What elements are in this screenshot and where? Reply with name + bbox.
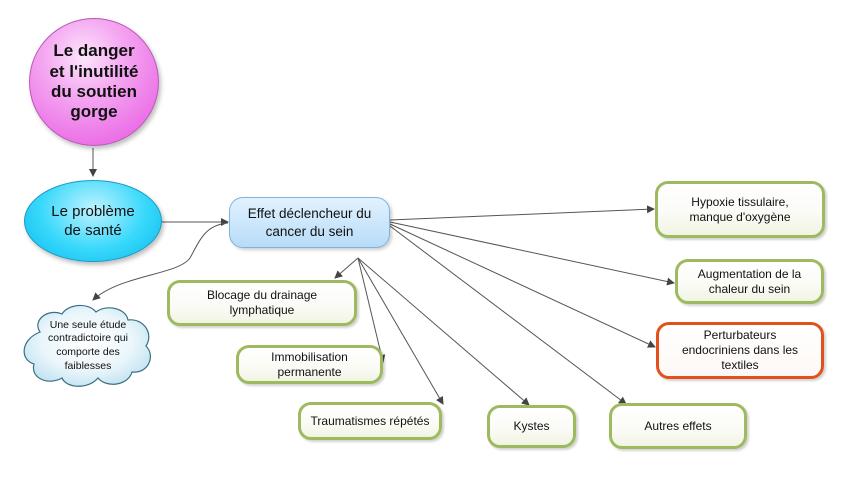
main-topic-node[interactable]: Le danger et l'inutilité du soutien gorg… (29, 18, 159, 146)
cysts-label: Kystes (513, 419, 550, 433)
drainage-node[interactable]: Blocage du drainage lymphatique (167, 280, 357, 326)
immobilisation-line-1: Immobilisation (271, 349, 348, 364)
single-study-line-1: Une seule étude (49, 318, 127, 331)
single-study-text: Une seule étude contradictoire qui compo… (32, 312, 144, 380)
edge-trigger-to-cysts (357, 257, 530, 406)
endocrine-line-2: endocriniens dans les (681, 343, 799, 357)
other-effects-label: Autres effets (644, 418, 712, 433)
hypoxia-line-1: Hypoxie tissulaire, (691, 194, 789, 209)
endocrine-line-1: Perturbateurs (703, 328, 777, 342)
main-topic-line-4: gorge (70, 102, 118, 122)
health-problem-line-2: de santé (64, 222, 122, 239)
endocrine-node[interactable]: Perturbateurs endocriniens dans les text… (656, 322, 824, 379)
edge-trigger-to-endocrine (389, 223, 656, 348)
heat-line-2: chaleur du sein (708, 281, 791, 296)
edge-problem-to-study (92, 222, 229, 301)
trigger-effect-line-2: cancer du sein (265, 223, 354, 239)
single-study-node[interactable]: Une seule étude contradictoire qui compo… (18, 302, 158, 390)
trauma-node[interactable]: Traumatismes répétés (298, 402, 442, 440)
immobilisation-node[interactable]: Immobilisation permanente (236, 345, 383, 384)
hypoxia-node[interactable]: Hypoxie tissulaire, manque d'oxygène (655, 181, 825, 238)
drainage-line-2: lymphatique (229, 303, 295, 317)
edge-trigger-to-heat (389, 221, 675, 286)
endocrine-line-3: textiles (721, 358, 759, 372)
cysts-node[interactable]: Kystes (487, 405, 576, 448)
heat-node[interactable]: Augmentation de la chaleur du sein (675, 259, 824, 304)
edge-trigger-to-trauma (357, 257, 444, 405)
single-study-line-4: faiblesses (64, 359, 112, 372)
other-effects-node[interactable]: Autres effets (609, 403, 747, 449)
trauma-label: Traumatismes répétés (310, 413, 430, 428)
edge-trigger-to-immobilisation (357, 257, 386, 363)
health-problem-node[interactable]: Le problème de santé (24, 180, 162, 262)
trigger-effect-node[interactable]: Effet déclencheur du cancer du sein (229, 197, 390, 248)
immobilisation-line-2: permanente (277, 364, 342, 379)
main-topic-line-1: Le danger (53, 41, 135, 61)
cloud-shape (23, 304, 151, 387)
health-problem-line-1: Le problème (51, 202, 135, 220)
edge-trigger-to-other (389, 225, 627, 405)
edge-trigger-to-drainage (334, 257, 359, 279)
main-topic-line-2: et l'inutilité (49, 61, 139, 81)
trigger-effect-line-1: Effet déclencheur du (247, 205, 372, 221)
main-topic-line-3: du soutien (51, 82, 137, 101)
drainage-line-1: Blocage du drainage (206, 288, 318, 302)
edge-trigger-to-hypoxia (389, 205, 655, 221)
heat-line-1: Augmentation de la (697, 266, 802, 281)
hypoxia-line-2: manque d'oxygène (689, 209, 791, 224)
single-study-line-2: contradictoire qui (48, 332, 128, 345)
single-study-line-3: comporte des (56, 346, 120, 358)
